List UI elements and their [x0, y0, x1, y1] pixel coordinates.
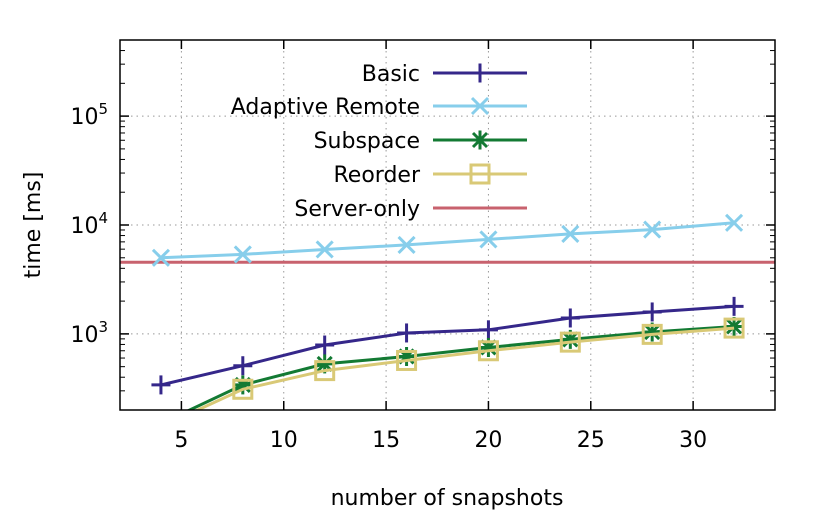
data-point — [151, 375, 171, 395]
data-point — [152, 418, 170, 436]
legend-swatch-marker — [470, 63, 490, 83]
marker-stroke — [723, 317, 745, 339]
data-point — [151, 248, 170, 267]
marker-stroke — [641, 323, 663, 345]
x-tick-label: 20 — [474, 428, 502, 453]
legend-label: Basic — [362, 62, 420, 87]
data-point — [560, 308, 580, 328]
x-tick-label: 5 — [174, 428, 188, 453]
series-line — [194, 326, 735, 410]
marker-stroke — [644, 323, 661, 341]
data-point — [479, 230, 498, 249]
marker-stroke — [469, 163, 491, 185]
data-point — [151, 414, 170, 433]
marker-stroke — [471, 131, 489, 149]
data-point — [397, 235, 416, 254]
series-line — [160, 221, 735, 260]
legend-item-reorder: Reorder — [334, 163, 527, 188]
data-point — [397, 346, 417, 366]
data-point — [233, 245, 252, 264]
marker-stroke — [559, 331, 581, 353]
data-point — [642, 302, 662, 322]
marker-stroke — [154, 417, 168, 431]
legend-item-server-only: Server-only — [294, 197, 527, 222]
series-layer — [120, 213, 775, 436]
x-tick-labels: 5 10 15 20 25 30 — [174, 428, 707, 453]
marker-stroke — [479, 230, 498, 249]
data-point — [725, 213, 744, 232]
legend-swatch-marker — [470, 96, 490, 116]
series-reorder — [152, 317, 745, 436]
axis-ticks — [120, 39, 775, 411]
marker-stroke — [726, 318, 743, 335]
marker-stroke — [561, 224, 580, 243]
data-point — [315, 240, 334, 259]
marker-stroke — [396, 349, 418, 371]
data-point — [477, 340, 499, 362]
marker-stroke — [151, 248, 170, 267]
marker-stroke — [316, 355, 333, 372]
series-basic — [151, 296, 744, 395]
marker-stroke — [154, 417, 168, 431]
marker-stroke — [397, 235, 416, 254]
legend-item-adaptive-remote: Adaptive Remote — [231, 95, 527, 120]
legend-swatch-marker — [470, 130, 490, 150]
legend-label: Server-only — [294, 197, 420, 222]
marker-stroke — [477, 340, 499, 362]
data-point — [723, 317, 745, 339]
x-tick-label: 30 — [679, 428, 707, 453]
legend-label: Adaptive Remote — [231, 95, 420, 120]
x-tick-label: 15 — [372, 428, 400, 453]
data-point — [724, 296, 744, 316]
x-axis-title: number of snapshots — [331, 486, 564, 511]
data-point — [315, 335, 335, 355]
marker-stroke — [232, 378, 254, 400]
data-point — [396, 349, 418, 371]
data-point — [478, 320, 498, 340]
data-point — [397, 323, 417, 343]
marker-stroke — [315, 240, 334, 259]
marker-stroke — [152, 418, 170, 436]
y-tick-label: 105 — [70, 100, 108, 130]
series-adaptive-remote — [151, 213, 744, 267]
data-point — [561, 224, 580, 243]
data-point — [232, 378, 254, 400]
legend-item-basic: Basic — [362, 62, 527, 87]
y-tick-label: 104 — [70, 209, 108, 239]
marker-stroke — [470, 96, 490, 116]
legend-label: Subspace — [314, 129, 420, 154]
marker-stroke — [233, 245, 252, 264]
legend-label: Reorder — [334, 163, 421, 188]
series-line — [186, 325, 735, 410]
y-tick-labels: 103 104 105 — [70, 100, 108, 348]
data-point — [643, 220, 662, 239]
legend-item-subspace: Subspace — [314, 129, 527, 154]
marker-stroke — [725, 213, 744, 232]
y-axis-title: time [ms] — [21, 172, 46, 279]
data-point — [233, 356, 253, 376]
series-line — [160, 304, 735, 387]
marker-stroke — [314, 360, 336, 382]
data-point — [641, 323, 663, 345]
y-tick-label: 103 — [70, 318, 108, 348]
x-tick-label: 10 — [270, 428, 298, 453]
data-point — [314, 360, 336, 382]
legend-swatch-marker — [469, 163, 491, 185]
marker-stroke — [643, 220, 662, 239]
x-tick-label: 25 — [577, 428, 605, 453]
data-point — [559, 331, 581, 353]
